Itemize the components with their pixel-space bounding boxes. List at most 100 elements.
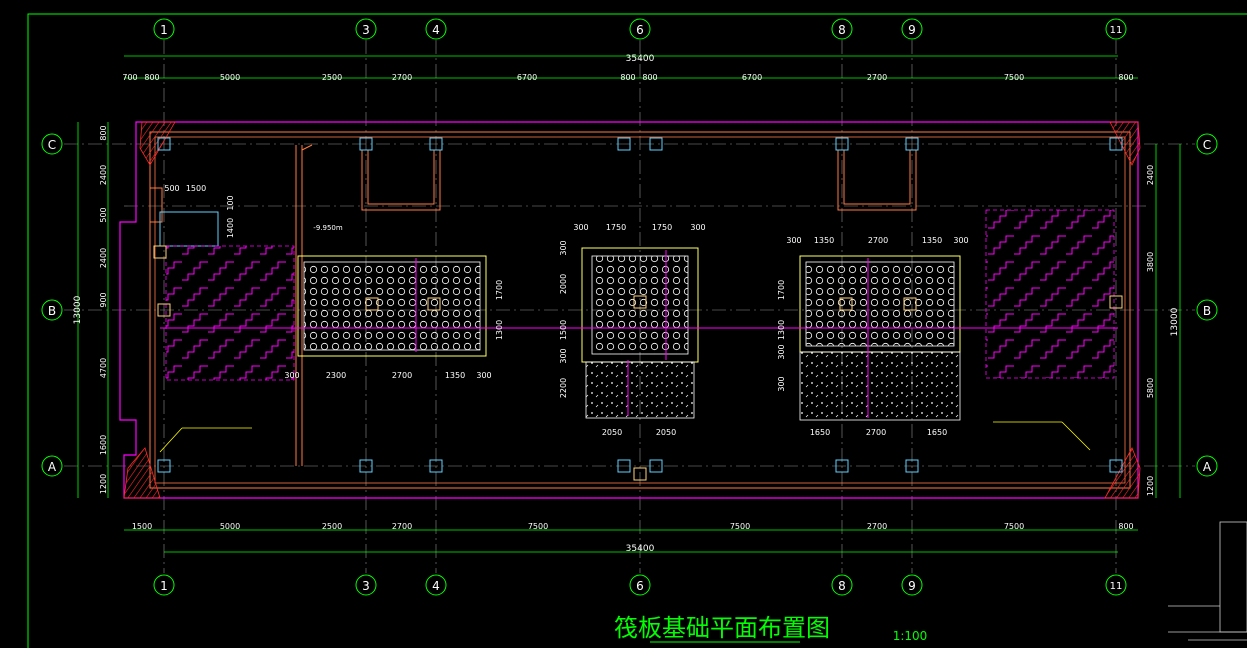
svg-text:300: 300	[777, 376, 786, 391]
svg-text:3800: 3800	[1146, 252, 1155, 272]
svg-text:300: 300	[690, 223, 705, 232]
svg-text:900: 900	[99, 292, 108, 307]
svg-text:2400: 2400	[99, 248, 108, 268]
svg-text:B: B	[48, 304, 56, 318]
right-total-dim: 13000	[1170, 307, 1180, 336]
column	[1109, 459, 1123, 473]
svg-text:C: C	[1203, 138, 1211, 152]
svg-text:5000: 5000	[220, 73, 240, 82]
svg-text:9: 9	[908, 23, 916, 37]
column	[617, 459, 631, 473]
axis-9-bottom: 9	[901, 574, 923, 596]
axis-6-top: 6	[629, 18, 651, 40]
svg-text:2700: 2700	[392, 73, 412, 82]
svg-text:300: 300	[559, 348, 568, 363]
left-total-dim: 13000	[73, 295, 83, 324]
svg-text:100: 100	[226, 195, 235, 210]
svg-text:1700: 1700	[777, 280, 786, 300]
axis-C-left: C	[41, 133, 63, 155]
column	[429, 137, 443, 151]
axis-3-bottom: 3	[355, 574, 377, 596]
axis-9-top: 9	[901, 18, 923, 40]
column	[1109, 137, 1123, 151]
axis-C-right: C	[1196, 133, 1218, 155]
svg-text:2500: 2500	[322, 73, 342, 82]
bottom-segment-dims: 1500 5000 2500 2700 7500 7500 2700 7500 …	[132, 522, 1134, 531]
column	[427, 297, 441, 311]
svg-text:4: 4	[432, 23, 440, 37]
axis-4-top: 4	[425, 18, 447, 40]
svg-text:1750: 1750	[652, 223, 672, 232]
axis-3-top: 3	[355, 18, 377, 40]
svg-text:11: 11	[1110, 25, 1123, 36]
columns	[153, 137, 1123, 481]
column	[905, 459, 919, 473]
svg-text:5000: 5000	[220, 522, 240, 531]
svg-text:800: 800	[99, 125, 108, 140]
svg-text:800: 800	[620, 73, 635, 82]
drawing-frame	[27, 13, 1247, 648]
bottom-total-dim: 35400	[626, 544, 655, 554]
column	[153, 245, 167, 259]
raft-outline	[119, 121, 1139, 499]
svg-text:500: 500	[164, 184, 179, 193]
axis-1-top: 1	[153, 18, 175, 40]
drawing-title: 筏板基础平面布置图	[614, 614, 830, 642]
svg-text:1650: 1650	[927, 428, 947, 437]
magenta-lines	[160, 250, 1118, 418]
svg-text:3: 3	[362, 579, 370, 593]
svg-text:1350: 1350	[814, 236, 834, 245]
svg-text:300: 300	[284, 371, 299, 380]
svg-text:2700: 2700	[866, 428, 886, 437]
svg-text:800: 800	[642, 73, 657, 82]
svg-text:3: 3	[362, 23, 370, 37]
axis-A-left: A	[41, 455, 63, 477]
svg-text:1700: 1700	[495, 280, 504, 300]
svg-text:6: 6	[636, 23, 644, 37]
svg-text:6700: 6700	[742, 73, 762, 82]
column	[835, 137, 849, 151]
axis-1-bottom: 1	[153, 574, 175, 596]
drawing-scale: 1:100	[893, 629, 928, 643]
axis-A-right: A	[1196, 455, 1218, 477]
axis-B-left: B	[41, 299, 63, 321]
pile-cap-3	[799, 255, 961, 421]
svg-text:4700: 4700	[99, 358, 108, 378]
svg-text:9: 9	[908, 579, 916, 593]
column	[365, 297, 379, 311]
svg-text:300: 300	[953, 236, 968, 245]
svg-text:2000: 2000	[559, 274, 568, 294]
local-dims: 500 1500 100 1400 -9.950m 300 2300 2700 …	[164, 184, 968, 437]
column	[617, 137, 631, 151]
svg-text:1500: 1500	[132, 522, 152, 531]
left-segment-dims: 800 2400 500 2400 900 4700 1600 1200	[99, 125, 108, 494]
column	[1109, 295, 1123, 309]
svg-text:1200: 1200	[99, 474, 108, 494]
svg-text:1500: 1500	[559, 320, 568, 340]
svg-text:2400: 2400	[1146, 165, 1155, 185]
svg-text:6700: 6700	[517, 73, 537, 82]
column	[157, 137, 171, 151]
svg-text:2700: 2700	[867, 73, 887, 82]
svg-text:1350: 1350	[445, 371, 465, 380]
svg-text:1: 1	[160, 23, 168, 37]
svg-text:1400: 1400	[226, 218, 235, 238]
svg-text:1300: 1300	[495, 320, 504, 340]
svg-text:2700: 2700	[868, 236, 888, 245]
svg-text:7500: 7500	[1004, 73, 1024, 82]
svg-text:1600: 1600	[99, 435, 108, 455]
column	[157, 303, 171, 317]
svg-text:11: 11	[1110, 581, 1123, 592]
column	[359, 137, 373, 151]
svg-text:A: A	[48, 460, 57, 474]
svg-text:1200: 1200	[1146, 476, 1155, 496]
axis-8-top: 8	[831, 18, 853, 40]
svg-text:800: 800	[1118, 522, 1133, 531]
svg-text:7500: 7500	[730, 522, 750, 531]
svg-text:A: A	[1203, 460, 1212, 474]
svg-text:7500: 7500	[528, 522, 548, 531]
axis-6-bottom: 6	[629, 574, 651, 596]
column	[649, 459, 663, 473]
svg-text:B: B	[1203, 304, 1211, 318]
